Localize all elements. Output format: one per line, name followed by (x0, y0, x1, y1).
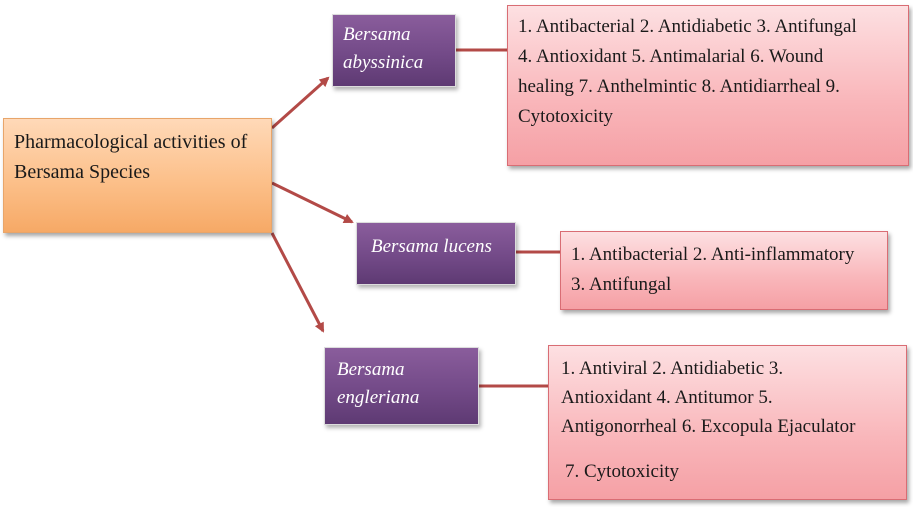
activity-line: Antigonorrheal 6. Excopula Ejaculator (561, 416, 856, 437)
species-node-abyssinica: Bersama abyssinica (332, 14, 456, 87)
activities-box-engleriana: 1. Antiviral 2. Antidiabetic 3. Antioxid… (548, 345, 907, 500)
species-engleriana-name-line1: Bersama (337, 359, 405, 380)
activity-line: 7. Cytotoxicity (565, 461, 679, 482)
species-lucens-name: Bersama lucens (371, 236, 492, 257)
species-node-engleriana: Bersama engleriana (324, 347, 479, 425)
activity-line: 4. Antioxidant 5. Antimalarial 6. Wound (518, 46, 824, 67)
species-lucens-fill: Bersama lucens (357, 223, 515, 284)
species-abyssinica-name-line2: abyssinica (343, 52, 424, 73)
species-engleriana-name-line2: engleriana (337, 387, 420, 408)
activity-line: healing 7. Anthelmintic 8. Antidiarrheal… (518, 76, 840, 97)
species-engleriana-fill: Bersama engleriana (325, 348, 478, 424)
activity-line: 1. Antiviral 2. Antidiabetic 3. (561, 358, 784, 379)
activity-line: Antioxidant 4. Antitumor 5. (561, 387, 773, 408)
root-label-line2: Bersama Species (14, 161, 151, 183)
arrow-to-engleriana (270, 232, 325, 333)
species-abyssinica-fill: Bersama abyssinica (333, 15, 455, 86)
activities-box-abyssinica: 1. Antibacterial 2. Antidiabetic 3. Anti… (507, 5, 909, 166)
activity-line: 1. Antibacterial 2. Anti-inflammatory (571, 244, 855, 265)
species-node-lucens: Bersama lucens (356, 222, 516, 285)
species-abyssinica-name-line1: Bersama (343, 24, 411, 45)
activity-line: 1. Antibacterial 2. Antidiabetic 3. Anti… (518, 16, 857, 37)
activity-line: 3. Antifungal (571, 274, 672, 295)
activities-box-lucens: 1. Antibacterial 2. Anti-inflammatory 3.… (560, 231, 888, 310)
activity-line: Cytotoxicity (518, 106, 613, 127)
arrow-to-abyssinica (271, 76, 330, 130)
root-node: Pharmacological activities of Bersama Sp… (3, 118, 272, 233)
arrow-to-lucens (271, 181, 354, 224)
root-label-line1: Pharmacological activities of (14, 131, 248, 153)
